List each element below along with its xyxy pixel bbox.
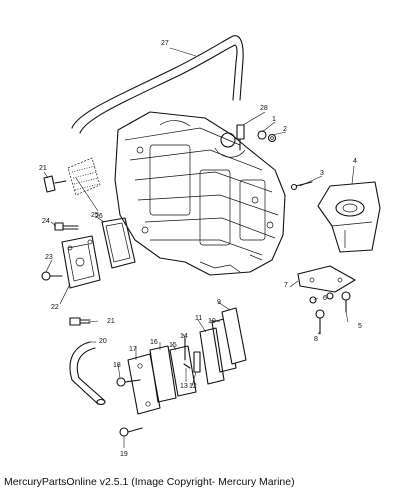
part-16-gasket [149, 345, 177, 403]
callout-25: 25 [91, 212, 99, 219]
part-17-plate [127, 353, 161, 415]
part-6-washer [309, 292, 334, 304]
callout-9: 9 [217, 299, 221, 306]
callout-3: 3 [320, 170, 324, 177]
part-12-spacer [193, 351, 201, 373]
part-25-gasket [101, 217, 136, 269]
callout-21-lower: 21 [107, 318, 115, 325]
part-15-plate [169, 345, 197, 397]
part-13-pin [183, 363, 191, 369]
callout-11: 11 [195, 315, 202, 322]
callout-4: 4 [353, 158, 357, 165]
part-28-fitting [236, 124, 245, 151]
part-21-fitting-upper [43, 175, 67, 193]
part-27-tube [71, 35, 244, 134]
part-18-screw [116, 377, 141, 387]
part-8-bolt [315, 309, 325, 335]
callout-14: 14 [180, 333, 188, 340]
callout-1: 1 [272, 116, 276, 123]
part-1-nut [257, 130, 267, 140]
part-3-stud [290, 181, 313, 191]
callout-10: 10 [208, 318, 216, 325]
callout-12: 12 [189, 383, 197, 390]
callout-26: 26 [95, 213, 103, 220]
part-20-hose [69, 341, 106, 406]
part-19-screw [119, 427, 143, 437]
part-11-plate [199, 327, 225, 385]
callout-5: 5 [358, 323, 362, 330]
callout-17: 17 [129, 346, 137, 353]
part-4-bracket [317, 181, 381, 253]
part-21-fitting-lower [69, 317, 91, 326]
callout-22: 22 [51, 304, 59, 311]
callout-15: 15 [169, 342, 177, 349]
cylinder-block [114, 111, 286, 276]
part-2-washer [267, 133, 277, 143]
part-7-bracket [297, 265, 356, 293]
callout-18: 18 [113, 362, 121, 369]
callout-20: 20 [99, 338, 107, 345]
callout-16: 16 [150, 339, 158, 346]
part-9-bracket [221, 307, 247, 365]
callout-labels: 27 28 1 2 4 3 21 26 24 25 23 22 21 20 7 … [39, 40, 362, 458]
callout-13: 13 [180, 383, 188, 390]
leader-lines [43, 47, 355, 448]
callout-6: 6 [323, 295, 327, 302]
part-23-screw [41, 271, 63, 281]
callout-28: 28 [260, 105, 268, 112]
part-22-cover [61, 235, 101, 289]
part-5-bolt [341, 291, 351, 313]
callout-19: 19 [120, 451, 128, 458]
part-26-screen [67, 157, 101, 196]
copyright-caption: MercuryPartsOnline v2.5.1 (Image Copyrig… [4, 476, 295, 488]
callout-2: 2 [283, 126, 287, 133]
callout-23: 23 [45, 254, 53, 261]
callout-7: 7 [284, 282, 288, 289]
exploded-parts-diagram: 27 28 1 2 4 3 21 26 24 25 23 22 21 20 7 … [39, 35, 381, 458]
callout-8: 8 [314, 336, 318, 343]
part-10-gasket [211, 317, 237, 373]
callout-24: 24 [42, 218, 50, 225]
part-24-bolt [54, 222, 79, 231]
callout-21-upper: 21 [39, 165, 47, 172]
callout-27: 27 [161, 40, 169, 47]
